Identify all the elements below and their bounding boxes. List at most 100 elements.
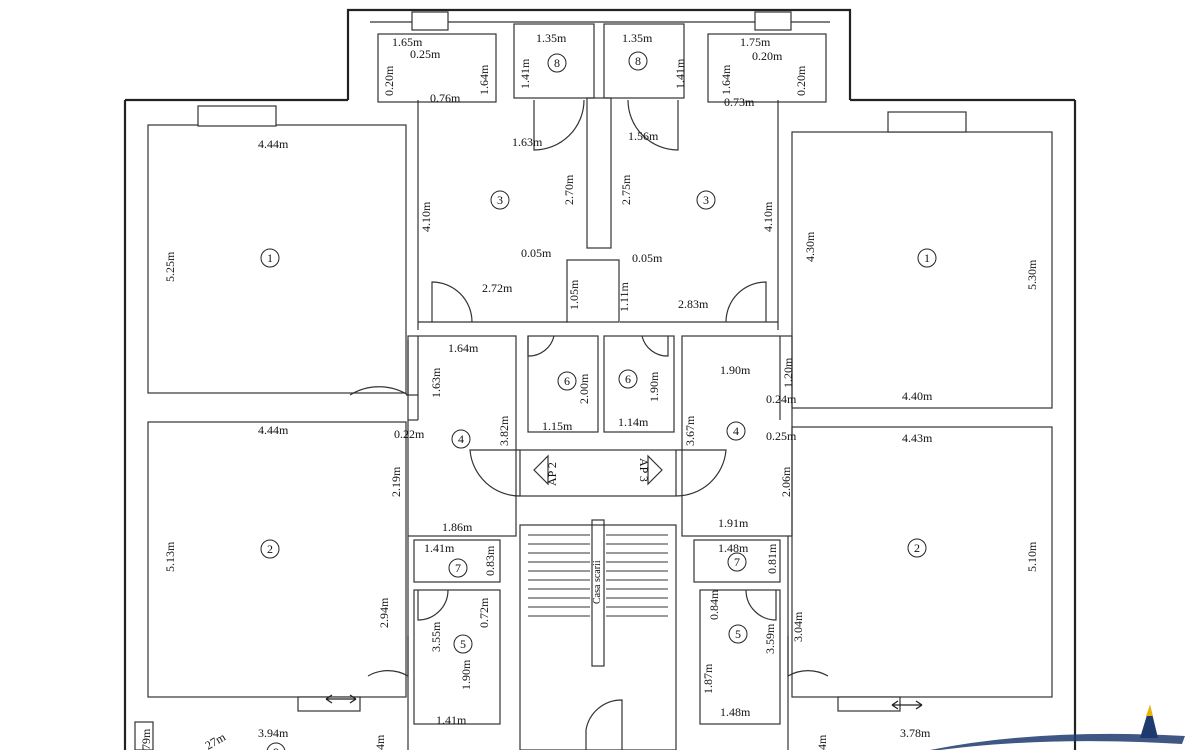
svg-text:5: 5	[460, 637, 466, 651]
room-2-left: 2	[260, 539, 280, 559]
dim-label: 5.13m	[163, 541, 177, 572]
dim-label: 2.75m	[619, 174, 633, 205]
dim-label: 1.64m	[719, 64, 733, 95]
room-numbers: 1 1 2 2 3 3 4 4 5 5 6 6 7 7 8 8 9	[260, 51, 937, 750]
dim-label: 1.20m	[781, 357, 795, 388]
dim-label: 1.64m	[448, 341, 479, 355]
dim-label: 0.24m	[766, 392, 797, 406]
dim-label: 2.94m	[377, 597, 391, 628]
dim-label: 1.41m	[518, 58, 532, 89]
room-7-right: 7	[727, 552, 747, 572]
dim-label: 1.63m	[512, 135, 543, 149]
dim-label: 27m	[203, 729, 229, 750]
svg-text:4: 4	[733, 424, 739, 438]
dim-label: 0.83m	[483, 545, 497, 576]
dim-label: 2.83m	[678, 297, 709, 311]
dim-label: 2.06m	[779, 466, 793, 497]
svg-text:6: 6	[564, 374, 570, 388]
dim-label: 4m	[373, 734, 387, 750]
dim-label: 3.04m	[791, 611, 805, 642]
dim-label: 2.72m	[482, 281, 513, 295]
svg-text:7: 7	[455, 561, 461, 575]
dim-label: 0.84m	[707, 589, 721, 620]
dim-label: 1.15m	[542, 419, 573, 433]
dim-label: 2.19m	[389, 466, 403, 497]
dim-label: 4.40m	[902, 389, 933, 403]
svg-text:8: 8	[635, 54, 641, 68]
dim-label: 0.81m	[765, 543, 779, 574]
svg-text:4: 4	[458, 432, 464, 446]
dim-label: 0.72m	[477, 597, 491, 628]
dim-label: 1.48m	[718, 541, 749, 555]
dim-label: 0.20m	[382, 65, 396, 96]
room-4-left: 4	[451, 429, 471, 449]
dim-label: 1.41m	[424, 541, 455, 555]
dim-label: 0.20m	[752, 49, 783, 63]
dim-label: 0.25m	[410, 47, 441, 61]
dim-label: 1.90m	[720, 363, 751, 377]
svg-text:3: 3	[703, 193, 709, 207]
room-4-right: 4	[726, 421, 746, 441]
dim-label: 3.94m	[258, 726, 289, 740]
apartment-3-label: AP 3	[637, 458, 651, 482]
dim-label: 3.55m	[429, 621, 443, 652]
dim-label: 3.59m	[763, 623, 777, 654]
dim-label: 4.43m	[902, 431, 933, 445]
dim-label: 3.67m	[683, 415, 697, 446]
dim-label: 1.48m	[720, 705, 751, 719]
dim-label: 1.41m	[436, 713, 467, 727]
double-arrow-icon	[891, 700, 923, 710]
dim-label: 0.20m	[794, 65, 808, 96]
dim-label: 4.44m	[258, 137, 289, 151]
svg-text:7: 7	[734, 555, 740, 569]
room-5-left: 5	[453, 634, 473, 654]
dim-label: 5.10m	[1025, 541, 1039, 572]
dim-label: 1.35m	[536, 31, 567, 45]
bottom-rooms	[134, 536, 901, 750]
room-3-right: 3	[696, 190, 716, 210]
doors	[349, 99, 829, 750]
dim-label: 1.90m	[459, 659, 473, 690]
dim-label: 0.05m	[521, 246, 552, 260]
room-2-right: 2	[907, 538, 927, 558]
dim-label: 3.82m	[497, 415, 511, 446]
svg-text:9: 9	[273, 745, 279, 750]
logo-icon	[930, 705, 1185, 750]
dim-label: 0.05m	[632, 251, 663, 265]
dim-label: 1.05m	[567, 279, 581, 310]
dim-label: 1.90m	[647, 371, 661, 402]
dim-label: 1.64m	[477, 64, 491, 95]
dim-label: 3.78m	[900, 726, 931, 740]
dim-label: 5.30m	[1025, 259, 1039, 290]
dim-label: 1.87m	[701, 663, 715, 694]
apartment-2-label: AP 2	[545, 462, 559, 486]
dim-label: 0.76m	[430, 91, 461, 105]
svg-text:5: 5	[735, 627, 741, 641]
room-6-right: 6	[618, 369, 638, 389]
dim-label: 1.75m	[740, 35, 771, 49]
svg-text:1: 1	[924, 251, 930, 265]
top-rooms	[377, 23, 827, 396]
svg-text:1: 1	[267, 251, 273, 265]
dim-label: 4.10m	[419, 201, 433, 232]
room-3-left: 3	[490, 190, 510, 210]
dim-label: 4.10m	[761, 201, 775, 232]
svg-text:8: 8	[554, 56, 560, 70]
dim-label: 4.30m	[803, 231, 817, 262]
dim-label: 4.44m	[258, 423, 289, 437]
dim-label: 79m	[139, 728, 153, 750]
dim-label: 4m	[815, 734, 829, 750]
room-8-right: 8	[628, 51, 648, 71]
dim-label: 2.00m	[577, 373, 591, 404]
dim-label: 1.35m	[622, 31, 653, 45]
dim-label: 1.91m	[718, 516, 749, 530]
room-8-left: 8	[547, 53, 567, 73]
dim-label: 1.11m	[617, 281, 631, 312]
room-1-left: 1	[260, 248, 280, 268]
outer-walls	[123, 8, 1077, 750]
dim-label: 1.63m	[429, 367, 443, 398]
svg-text:6: 6	[625, 372, 631, 386]
room-9-bottom: 9	[266, 742, 286, 750]
dim-label: 1.56m	[628, 129, 659, 143]
